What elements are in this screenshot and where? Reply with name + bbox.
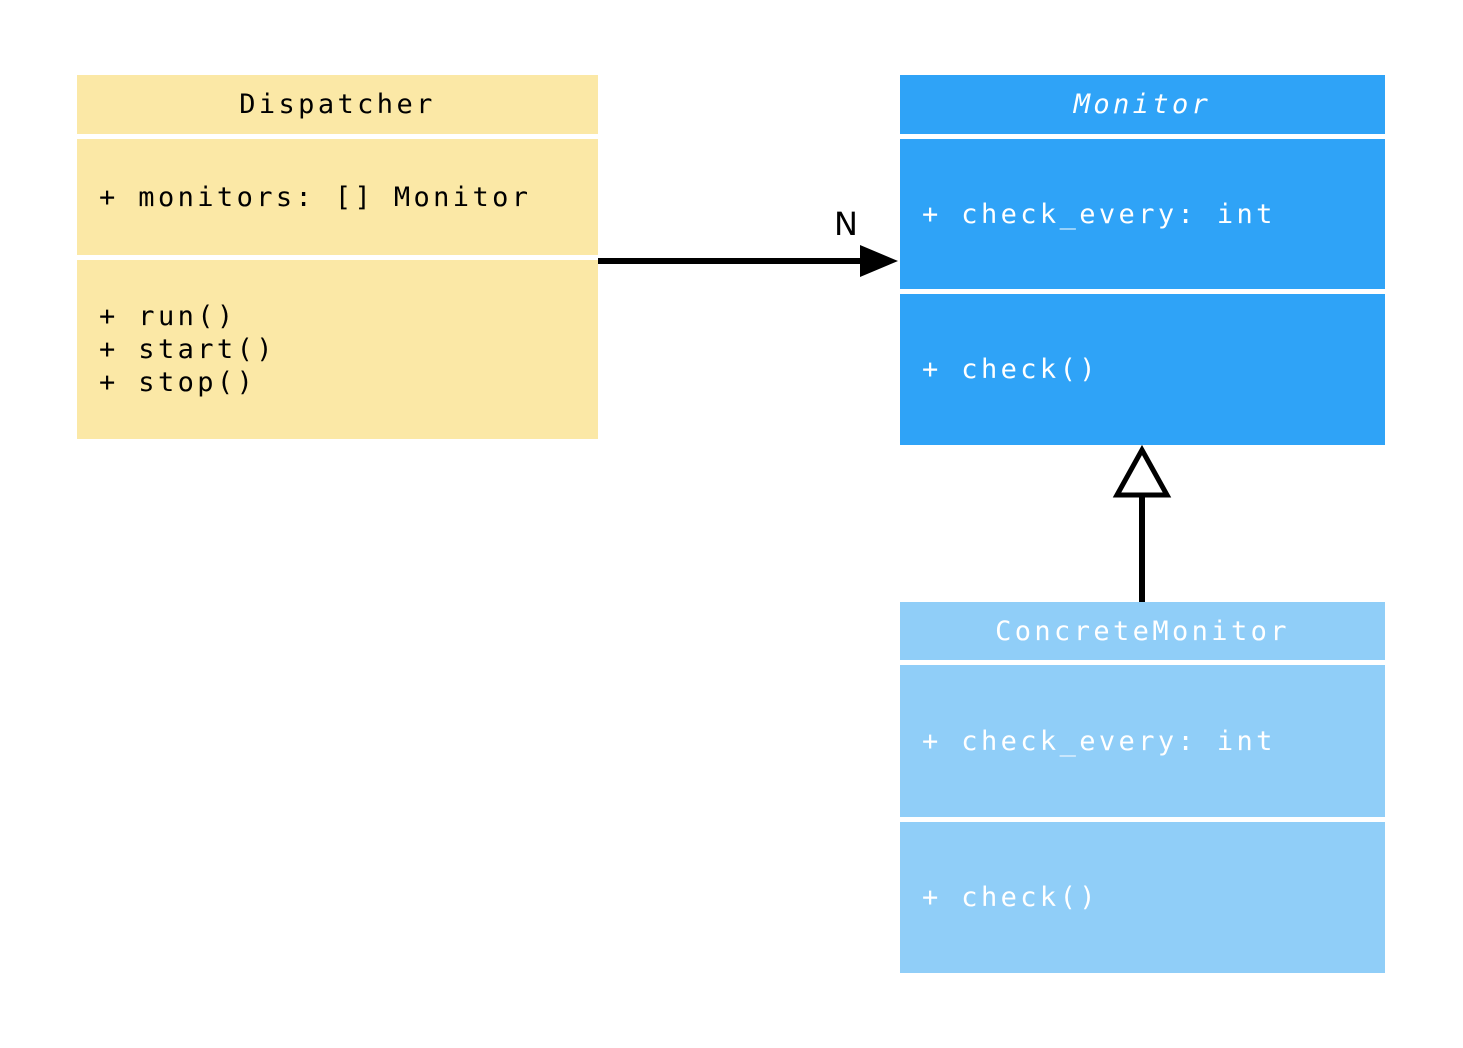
methods-compartment-dispatcher: + run() + start() + stop() [77,260,598,439]
attributes-compartment-monitor: + check_every: int [900,139,1385,289]
method-line: + check() [922,354,1099,385]
methods-compartment-concrete-monitor: + check() [900,822,1385,973]
attribute-line: + check_every: int [922,725,1276,757]
attribute-line: + check_every: int [922,198,1276,230]
attributes-compartment-dispatcher: + monitors: [] Monitor [77,139,598,255]
class-box-concrete-monitor: ConcreteMonitor + check_every: int + che… [900,602,1385,973]
class-title-monitor: Monitor [900,75,1385,134]
method-line: + check() [922,882,1099,913]
association-multiplicity-label: N [834,205,858,243]
class-box-dispatcher: Dispatcher + monitors: [] Monitor + run(… [77,75,598,439]
inheritance-arrow-concretemonitor-to-monitor [1112,444,1172,603]
method-line: + start() [99,334,276,365]
class-title-text: Dispatcher [239,89,436,120]
inheritance-triangle-icon [1112,444,1172,498]
class-box-monitor: Monitor + check_every: int + check() [900,75,1385,445]
association-arrowhead-icon [860,245,898,277]
method-line: + stop() [99,367,257,398]
class-title-dispatcher: Dispatcher [77,75,598,134]
class-title-text: ConcreteMonitor [995,615,1290,647]
association-arrow-dispatcher-to-monitor [598,245,898,277]
attribute-line: + monitors: [] Monitor [99,181,532,213]
methods-compartment-monitor: + check() [900,294,1385,445]
class-title-text: Monitor [1073,89,1212,120]
method-line: + run() [99,301,237,332]
class-title-concrete-monitor: ConcreteMonitor [900,602,1385,660]
attributes-compartment-concrete-monitor: + check_every: int [900,665,1385,817]
